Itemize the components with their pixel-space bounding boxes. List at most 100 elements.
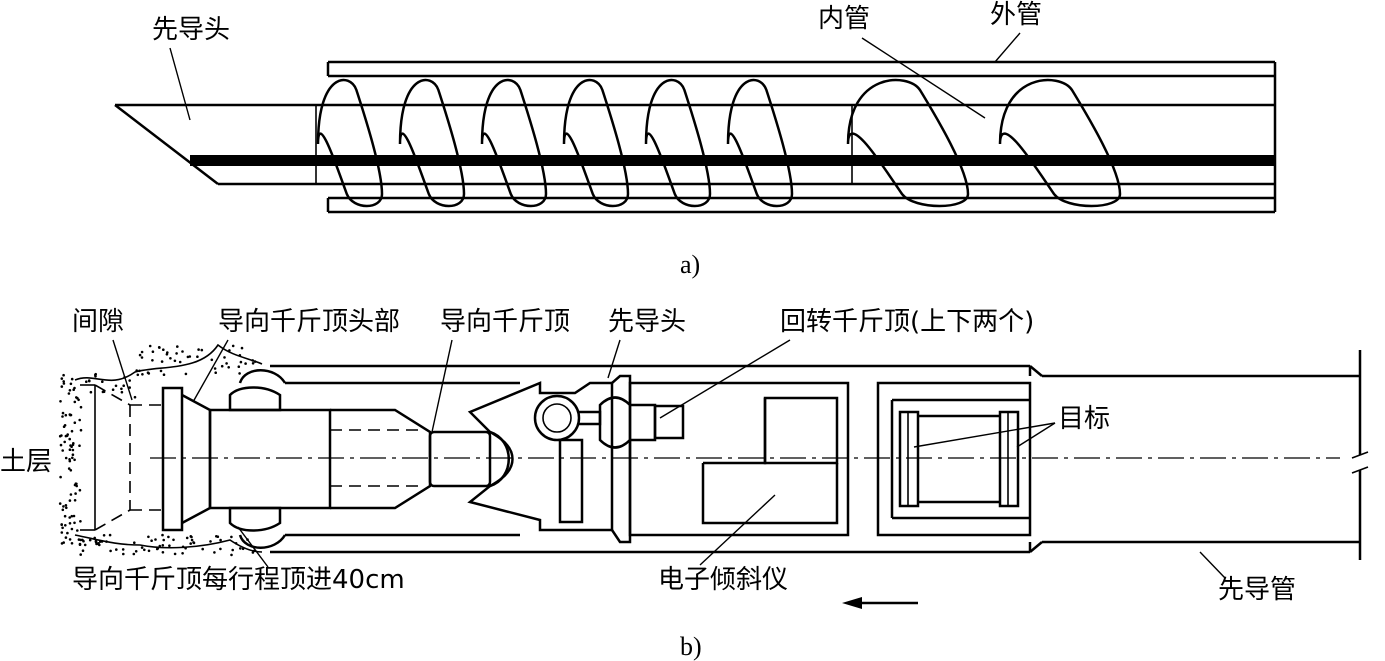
soil-dot-20 bbox=[62, 505, 65, 508]
soil-dot-221 bbox=[147, 535, 150, 539]
guide-jack-head bbox=[161, 386, 212, 532]
soil-dot-157 bbox=[162, 348, 165, 352]
soil-dot-216 bbox=[147, 549, 151, 553]
soil-dot-93 bbox=[196, 355, 199, 359]
soil-dot-75 bbox=[60, 523, 63, 527]
soil-dot-63 bbox=[60, 434, 63, 437]
soil-dot-226 bbox=[121, 548, 125, 551]
soil-dot-27 bbox=[61, 411, 65, 415]
soil-dot-31 bbox=[79, 428, 83, 432]
soil-dot-196 bbox=[161, 551, 165, 554]
soil-dot-34 bbox=[68, 448, 72, 452]
soil-dot-130 bbox=[94, 375, 97, 378]
soil-dot-148 bbox=[214, 371, 217, 375]
soil-dot-171 bbox=[231, 548, 234, 552]
soil-dot-193 bbox=[162, 538, 165, 542]
soil-dot-179 bbox=[81, 538, 84, 542]
soil-dot-73 bbox=[74, 482, 78, 486]
soil-dot-136 bbox=[220, 364, 224, 368]
soil-dot-65 bbox=[76, 396, 79, 400]
soil-dot-164 bbox=[161, 533, 164, 537]
soil-dot-51 bbox=[61, 508, 65, 512]
soil-dot-47 bbox=[71, 448, 75, 452]
soil-dot-170 bbox=[230, 553, 233, 557]
soil-dot-23 bbox=[64, 524, 67, 527]
leader-target-2 bbox=[1016, 422, 1056, 448]
soil-dot-39 bbox=[79, 520, 82, 523]
soil-dot-33 bbox=[68, 516, 71, 519]
soil-dot-149 bbox=[159, 369, 163, 373]
soil-dot-125 bbox=[210, 358, 214, 362]
soil-dot-143 bbox=[227, 366, 230, 369]
soil-dot-181 bbox=[88, 538, 92, 542]
soil-dot-223 bbox=[79, 553, 82, 556]
soil-dot-67 bbox=[72, 388, 75, 392]
soil-dot-107 bbox=[133, 395, 137, 399]
label-rotary-jack: 回转千斤顶(上下两个) bbox=[780, 307, 1034, 337]
soil-dot-19 bbox=[70, 429, 74, 433]
soil-dot-144 bbox=[173, 359, 177, 363]
auger-flight-3 bbox=[480, 78, 548, 208]
soil-dot-88 bbox=[76, 529, 79, 532]
soil-dot-28 bbox=[68, 389, 72, 392]
figure-a bbox=[114, 60, 1277, 214]
leader-target-1 bbox=[913, 422, 1056, 448]
inner-pipe bbox=[114, 103, 1275, 186]
soil-dot-135 bbox=[244, 362, 247, 365]
soil-dot-230 bbox=[213, 551, 216, 554]
soil-dot-58 bbox=[60, 377, 64, 380]
label-gap: 间隙 bbox=[72, 307, 124, 337]
auger-flight-5 bbox=[644, 78, 712, 208]
leader-inclinometer bbox=[699, 494, 776, 566]
soil-dot-208 bbox=[81, 549, 85, 552]
outer-pipe bbox=[326, 60, 1277, 214]
soil-dot-79 bbox=[68, 437, 71, 441]
soil-dot-100 bbox=[200, 348, 204, 352]
soil-dot-43 bbox=[63, 440, 66, 444]
soil-dot-74 bbox=[64, 434, 68, 438]
soil-dot-104 bbox=[85, 380, 88, 384]
soil-dot-22 bbox=[60, 531, 64, 534]
label-a-pilot-head: 先导头 bbox=[152, 15, 230, 45]
soil-dot-76 bbox=[60, 385, 64, 388]
soil-dot-14 bbox=[79, 405, 83, 409]
soil-dot-154 bbox=[141, 373, 144, 376]
soil-dot-77 bbox=[62, 425, 66, 429]
leader-guide-jack-head bbox=[192, 339, 229, 403]
soil-dot-82 bbox=[61, 526, 64, 530]
auger-flight-7 bbox=[846, 78, 970, 208]
soil-dot-114 bbox=[151, 359, 154, 362]
auger-flight-6 bbox=[726, 78, 794, 208]
soil-dot-176 bbox=[132, 552, 136, 556]
soil-dot-150 bbox=[158, 346, 161, 349]
soil-dot-25 bbox=[72, 442, 75, 445]
soil-dot-41 bbox=[70, 377, 74, 381]
soil-dot-35 bbox=[64, 413, 68, 417]
soil-dot-206 bbox=[83, 543, 87, 547]
soil-dot-146 bbox=[94, 372, 97, 376]
auger-flights bbox=[316, 78, 1122, 208]
leader-a-pilot-head bbox=[169, 47, 191, 121]
guide-jack-body bbox=[208, 408, 510, 510]
soil-dot-116 bbox=[89, 390, 93, 394]
leader-rotary-jack bbox=[659, 339, 791, 419]
soil-dot-62 bbox=[64, 456, 68, 460]
leader-b-pilot-head bbox=[607, 339, 621, 379]
soil-dot-183 bbox=[173, 552, 177, 556]
soil-dot-10 bbox=[71, 456, 74, 460]
soil-dot-118 bbox=[240, 346, 244, 350]
soil-dot-6 bbox=[65, 506, 68, 510]
auger-flight-8 bbox=[998, 78, 1122, 208]
soil-dot-78 bbox=[59, 475, 62, 479]
soil-dot-225 bbox=[122, 552, 125, 556]
label-inclinometer: 电子倾斜仪 bbox=[658, 565, 788, 595]
leader-inner-pipe bbox=[861, 37, 986, 119]
soil-dot-68 bbox=[67, 392, 71, 395]
soil-dot-189 bbox=[134, 550, 138, 553]
soil-dot-204 bbox=[78, 542, 82, 546]
soil-dot-71 bbox=[68, 499, 72, 502]
soil-dot-132 bbox=[184, 372, 188, 376]
soil-dot-49 bbox=[68, 522, 72, 525]
leader-stroke-note bbox=[237, 526, 269, 568]
